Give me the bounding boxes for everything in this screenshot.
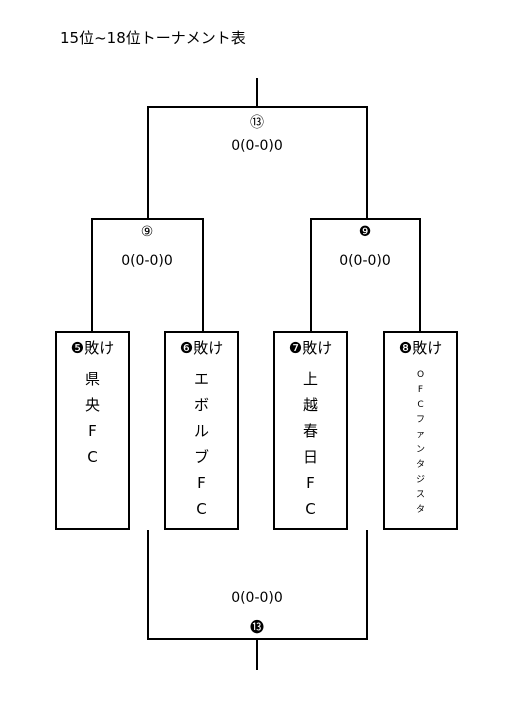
left-semi-left-drop [91, 218, 93, 332]
team-box-3-name: 上 越 春 日 F C [302, 370, 318, 518]
top-final-left-drop [147, 106, 149, 220]
team-box-1: ❺敗け 県 央 F C [55, 331, 130, 530]
left-semi-number: ⑨ [140, 224, 154, 240]
team-box-1-header: ❺敗け [70, 339, 115, 357]
right-semi-bar [310, 218, 421, 220]
right-semi-left-drop [310, 218, 312, 332]
team-box-2-header: ❻敗け [179, 339, 224, 357]
top-stem-line [256, 78, 258, 108]
left-semi-score: 0(0-0)0 [121, 253, 173, 269]
top-final-number: ⑬ [250, 115, 264, 131]
right-semi-score: 0(0-0)0 [339, 253, 391, 269]
top-final-score: 0(0-0)0 [231, 138, 283, 154]
page-title: 15位~18位トーナメント表 [60, 29, 246, 47]
left-semi-bar [91, 218, 204, 220]
team-box-2: ❻敗け エ ボ ル ブ F C [164, 331, 239, 530]
team-box-4-name: O F C フ ァ ン タ ジ ス タ [415, 370, 425, 515]
top-final-right-drop [366, 106, 368, 220]
team-box-2-name: エ ボ ル ブ F C [193, 370, 209, 518]
bottom-stem-line [256, 638, 258, 670]
bottom-final-left-rise [147, 530, 149, 640]
bottom-final-number: ⓭ [250, 620, 264, 636]
right-semi-number: ❾ [358, 224, 372, 240]
team-box-4-header: ❽敗け [398, 339, 443, 357]
team-box-1-name: 県 央 F C [84, 370, 100, 466]
team-box-3-header: ❼敗け [288, 339, 333, 357]
bottom-final-score: 0(0-0)0 [231, 590, 283, 606]
right-semi-right-drop [419, 218, 421, 332]
top-final-bar [147, 106, 368, 108]
team-box-4: ❽敗け O F C フ ァ ン タ ジ ス タ [383, 331, 458, 530]
team-box-3: ❼敗け 上 越 春 日 F C [273, 331, 348, 530]
bottom-final-right-rise [366, 530, 368, 640]
left-semi-right-drop [202, 218, 204, 332]
